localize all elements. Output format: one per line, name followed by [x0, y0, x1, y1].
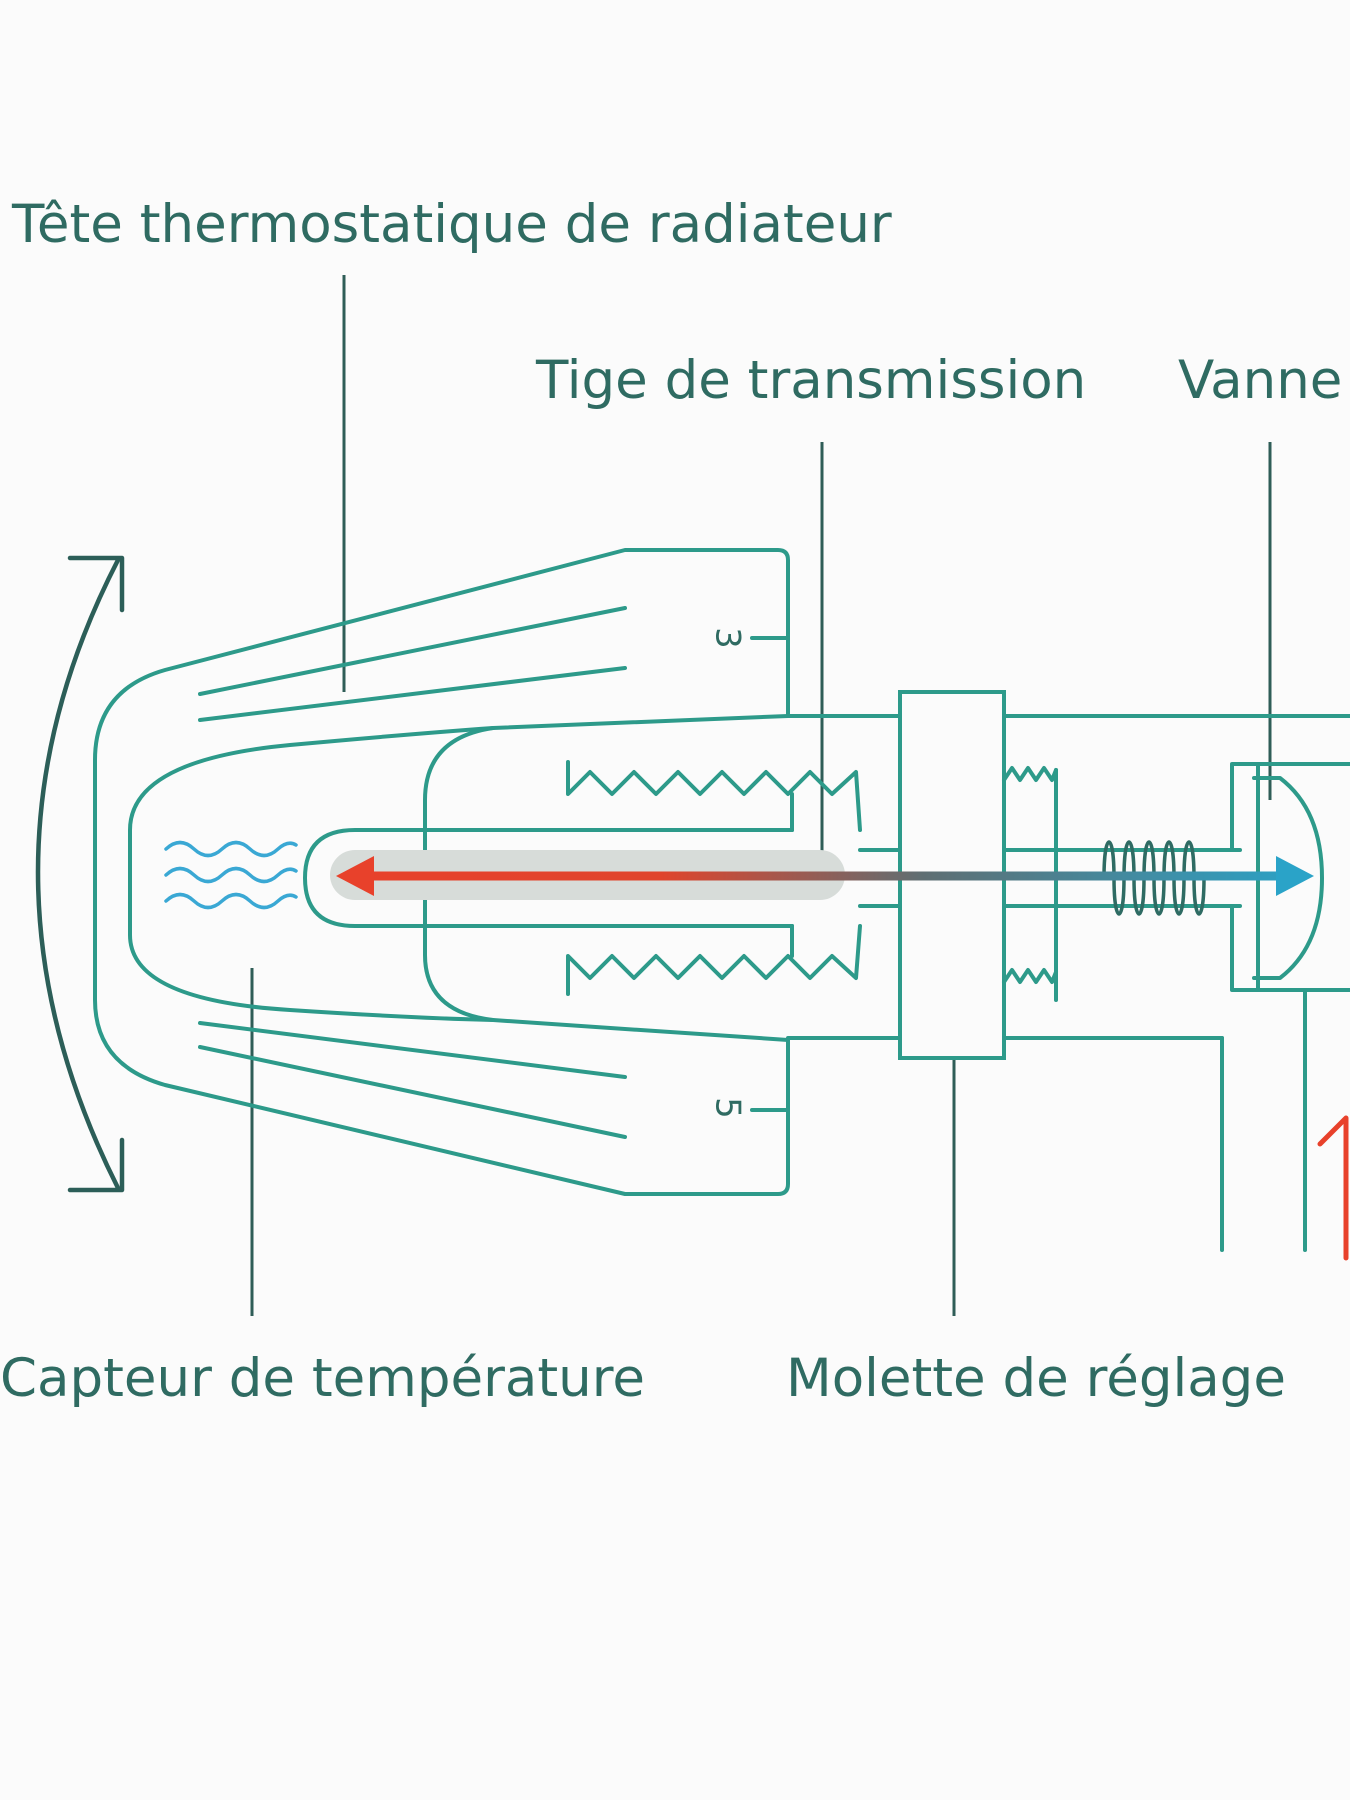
- rotation-arrow-icon: [35, 555, 125, 1193]
- label-adjustment-knob: Molette de réglage: [786, 1348, 1286, 1409]
- valve-connector-tube: [786, 714, 1350, 1252]
- lower-bellows: [566, 924, 862, 996]
- label-temperature-sensor: Capteur de température: [0, 1348, 645, 1409]
- label-transmission-rod: Tige de transmission: [535, 350, 1086, 411]
- heat-waves-icon: [164, 840, 298, 910]
- valve-plug: [1230, 762, 1350, 1252]
- hot-flow-arrow-icon: [1317, 1115, 1349, 1261]
- sensor-capsule: [303, 828, 794, 928]
- upper-bellows: [566, 760, 862, 832]
- head-grip-ridges: [198, 606, 627, 1139]
- transmission-rod-arrow: [336, 856, 1314, 896]
- label-valve: Vanne: [1178, 350, 1342, 411]
- label-thermostatic-head: Tête thermostatique de radiateur: [11, 194, 892, 255]
- dial-number-3: 3: [708, 627, 748, 649]
- thermostat-head-shell: [93, 548, 790, 1196]
- sensor-housing: [128, 714, 790, 1042]
- dial-number-5: 5: [708, 1097, 748, 1119]
